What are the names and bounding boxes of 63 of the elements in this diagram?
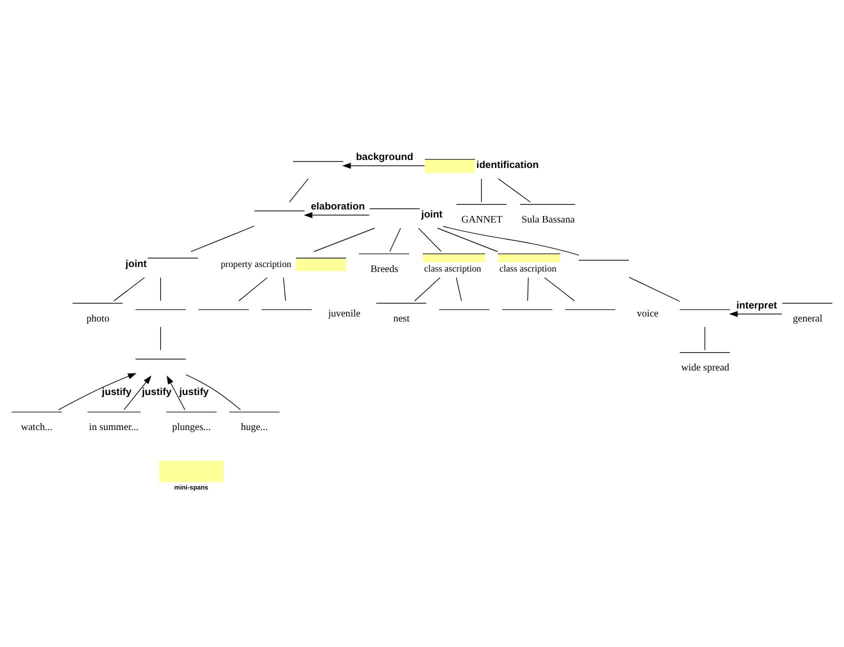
node-label: identification (476, 160, 539, 171)
node-text: joint (421, 208, 442, 220)
label: voice (636, 308, 659, 320)
connector (414, 276, 440, 301)
node-label: class ascription (499, 264, 556, 274)
connector (481, 178, 482, 202)
node-text: general (792, 312, 822, 324)
node-label: class ascription (424, 264, 482, 274)
connector (442, 226, 580, 256)
node-text: plunges... (172, 422, 211, 433)
node-bar (679, 308, 730, 310)
node-text: wide spread (681, 362, 730, 374)
arrow (729, 310, 782, 316)
connector (628, 276, 680, 302)
connector (456, 276, 462, 301)
label: juvenile (328, 308, 360, 320)
edge-label: interpret (736, 300, 777, 311)
connector (238, 276, 268, 301)
node-bar (292, 160, 344, 162)
node-text: GANNET (461, 214, 503, 225)
arrow (304, 212, 370, 218)
node-text: watch... (21, 422, 52, 433)
connector (283, 276, 286, 301)
edge-label: elaboration (310, 201, 365, 212)
edge-label: background (356, 152, 414, 163)
node-text: Breeds (370, 263, 398, 274)
connector (389, 227, 401, 252)
connector (160, 276, 161, 301)
node-bar (438, 308, 490, 310)
edge-label: justify (102, 386, 132, 398)
arrow (342, 162, 425, 168)
node-bar (198, 308, 250, 310)
node-bar (135, 308, 186, 310)
node-text: in summer... (89, 422, 139, 433)
node-label: property ascription (220, 260, 292, 270)
node-text: huge... (240, 422, 268, 433)
connector (314, 227, 376, 252)
node-bar (261, 308, 312, 310)
node-bar (578, 259, 630, 260)
node-bar (502, 308, 553, 310)
connector (186, 374, 241, 410)
arrow (58, 372, 137, 410)
connector (190, 225, 255, 252)
connector (704, 326, 706, 350)
connector (498, 178, 531, 202)
connector (160, 326, 161, 350)
connector (289, 178, 309, 202)
node-bar (564, 308, 616, 310)
connector (437, 227, 498, 252)
node-bar (254, 210, 305, 211)
node-text: joint (126, 258, 147, 270)
node-bar (135, 358, 186, 359)
connector (113, 276, 145, 301)
node-text: photo (86, 312, 110, 324)
arrow (166, 374, 186, 410)
node-text: nest (393, 312, 410, 324)
edge-label: justify (179, 386, 209, 398)
connector (544, 276, 575, 301)
edge-label: justify (142, 386, 172, 398)
connector (418, 227, 442, 252)
connector (527, 276, 529, 301)
node-text: Sula Bassana (522, 214, 575, 225)
arrow (124, 375, 152, 410)
